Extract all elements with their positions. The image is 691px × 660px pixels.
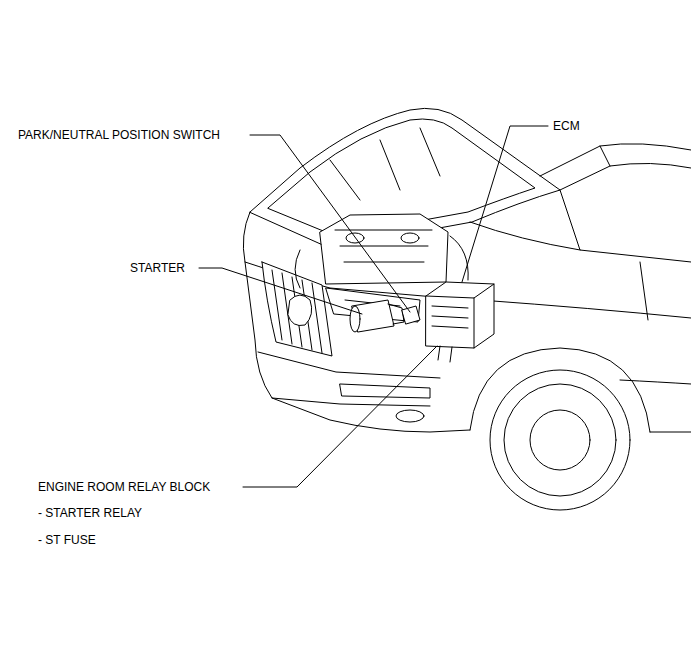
part-label: STARTER [130, 261, 185, 275]
part-label: ENGINE ROOM RELAY BLOCK [38, 480, 210, 494]
part-label: - ST FUSE [38, 533, 96, 547]
part-label: PARK/NEUTRAL POSITION SWITCH [18, 128, 220, 142]
part-label: ECM [553, 119, 580, 133]
part-label: - STARTER RELAY [38, 506, 142, 520]
